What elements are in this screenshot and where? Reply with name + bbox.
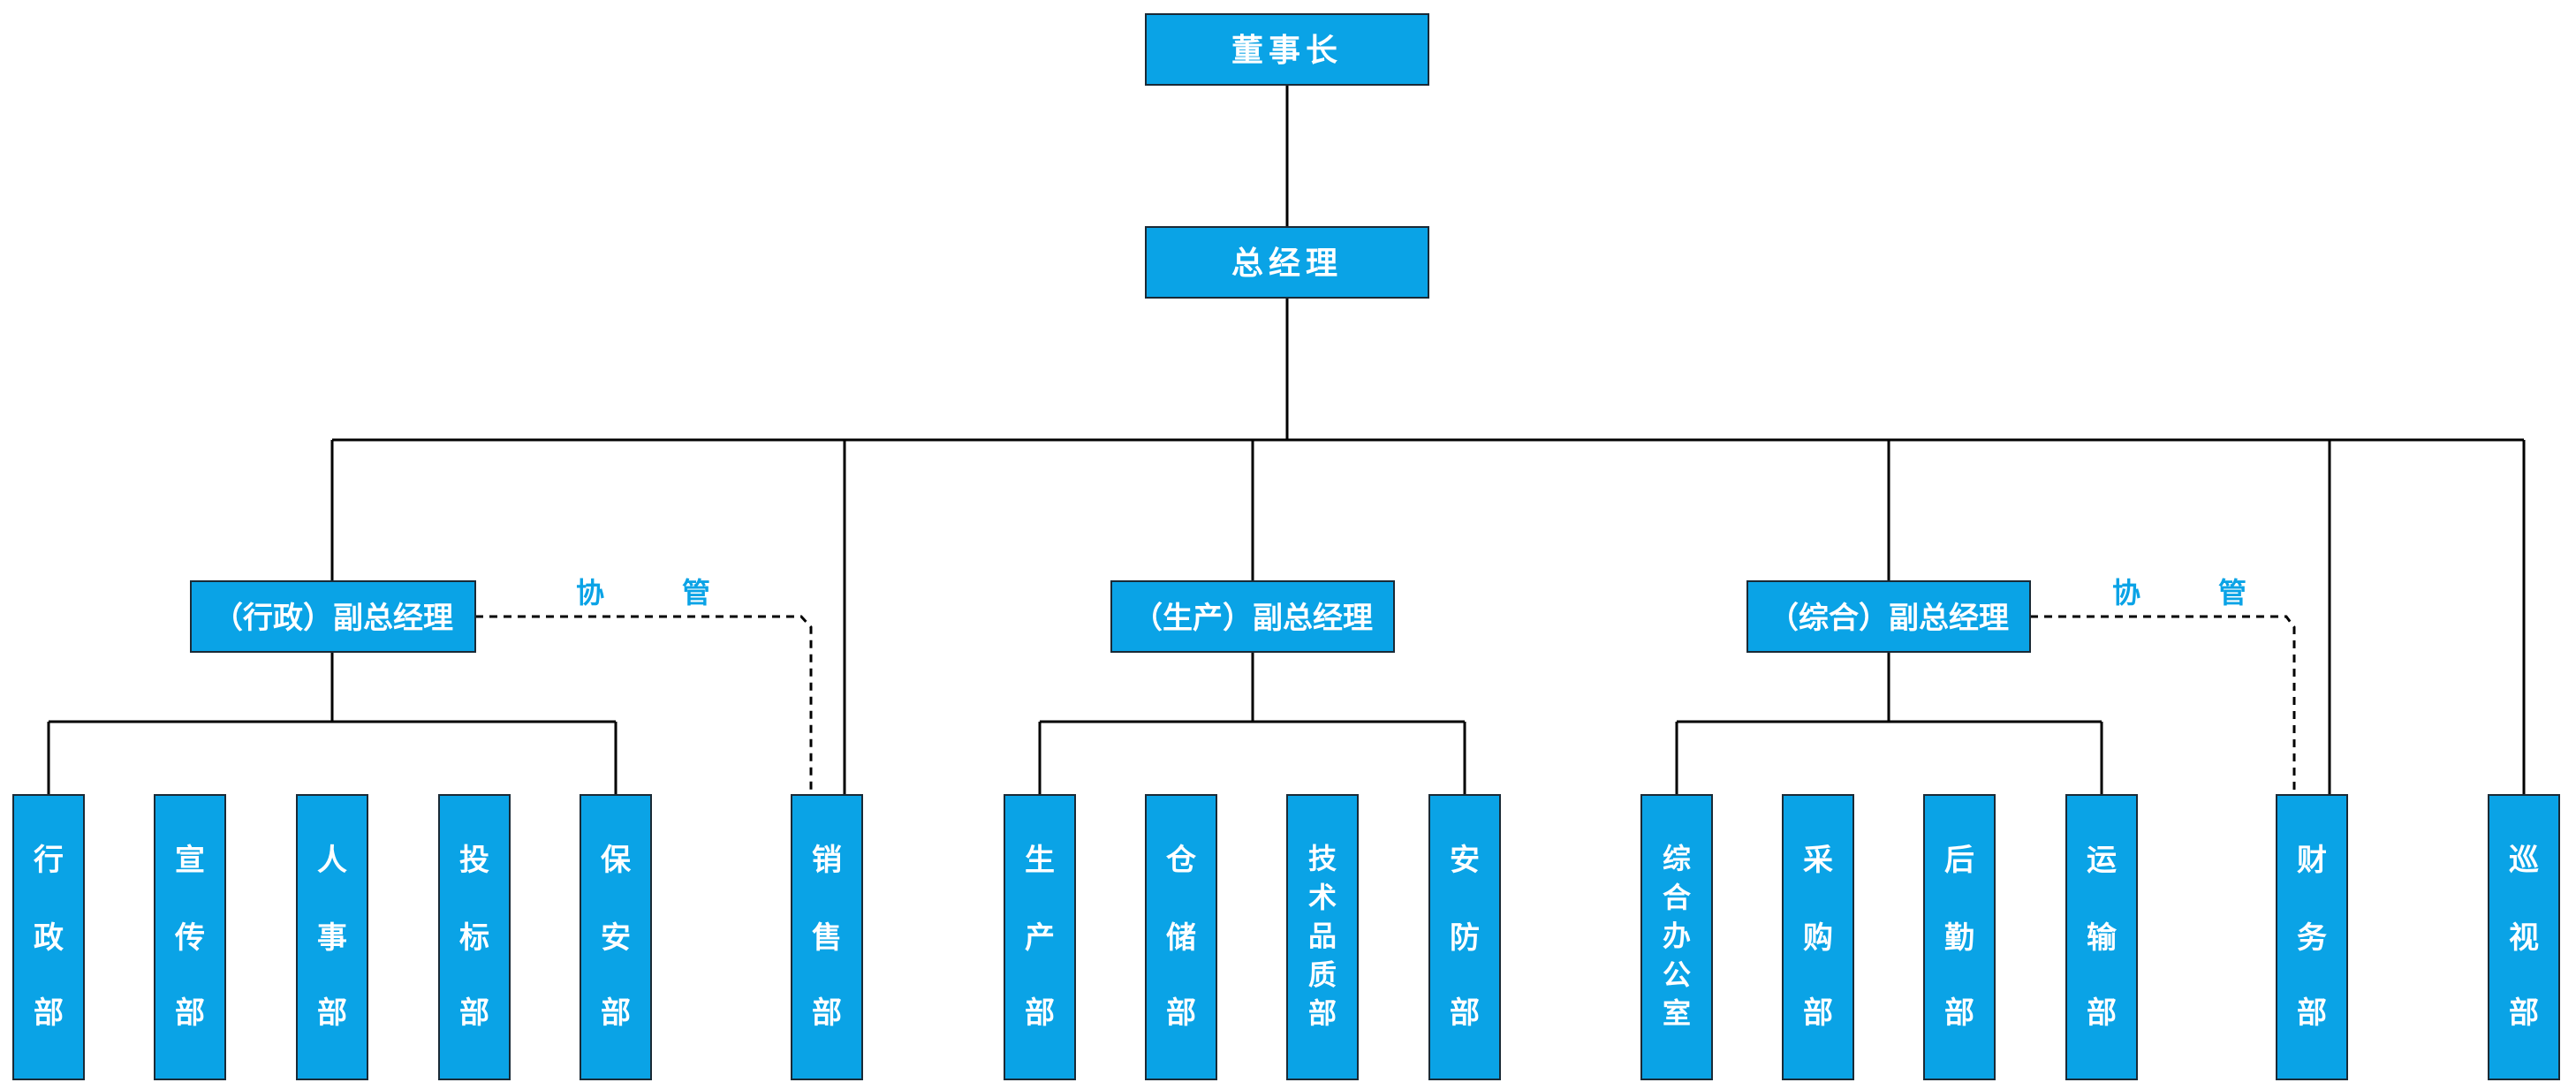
dept-node: 采购部 (1782, 794, 1854, 1080)
vp-production-label: （生产）副总经理 (1133, 601, 1373, 636)
dept-node: 生产部 (1004, 794, 1076, 1080)
dept-label: 行政部 (34, 843, 64, 1031)
dept-node: 财务部 (2276, 794, 2348, 1080)
dept-node: 保安部 (580, 794, 652, 1080)
dept-label: 综合办公室 (1663, 842, 1691, 1030)
dept-label: 财务部 (2297, 843, 2327, 1031)
vp-general-label: （综合）副总经理 (1769, 601, 2009, 636)
dept-node: 运输部 (2065, 794, 2138, 1080)
vp-production-node: （生产）副总经理 (1110, 580, 1395, 653)
dept-label: 生产部 (1025, 843, 1055, 1031)
dept-label: 宣传部 (174, 843, 205, 1031)
general-manager-node: 总经理 (1145, 226, 1429, 299)
dept-node: 综合办公室 (1640, 794, 1713, 1080)
assist-label-left-1: 协 (576, 576, 604, 609)
dept-label: 保安部 (601, 843, 632, 1031)
general-manager-label: 总经理 (1231, 246, 1343, 282)
vp-general-node: （综合）副总经理 (1746, 580, 2031, 653)
dept-label: 投标部 (459, 843, 489, 1031)
dept-label: 仓储部 (1166, 843, 1197, 1031)
dept-label: 销售部 (812, 843, 842, 1031)
dept-node: 仓储部 (1145, 794, 1217, 1080)
dept-node: 后勤部 (1923, 794, 1996, 1080)
dept-label: 人事部 (317, 843, 347, 1031)
dept-node: 巡视部 (2488, 794, 2560, 1080)
assist-label-right-1: 协 (2112, 576, 2140, 609)
dept-node: 宣传部 (154, 794, 226, 1080)
dept-node: 安防部 (1428, 794, 1501, 1080)
connector-lines (47, 85, 2526, 795)
vp-admin-label: （行政）副总经理 (213, 601, 453, 636)
dept-node: 销售部 (791, 794, 863, 1080)
department-nodes: 行政部 宣传部 人事部 投标部 保安部 销售部 生产部 仓储部 技术品质部 安防部 综合办公室 采购部… (12, 794, 2560, 1080)
dept-label: 采购部 (1803, 843, 1833, 1031)
chairman-label: 董事长 (1231, 33, 1343, 69)
dept-node: 行政部 (12, 794, 85, 1080)
chairman-node: 董事长 (1145, 13, 1429, 86)
vp-admin-node: （行政）副总经理 (190, 580, 476, 653)
assist-label-left-2: 管 (682, 576, 710, 609)
dept-node: 投标部 (438, 794, 511, 1080)
dept-label: 后勤部 (1944, 843, 1974, 1031)
assist-label-right-2: 管 (2218, 576, 2246, 609)
dept-label: 安防部 (1450, 843, 1480, 1031)
dept-label: 技术品质部 (1308, 842, 1337, 1030)
dept-node: 人事部 (296, 794, 368, 1080)
dept-node: 技术品质部 (1286, 794, 1359, 1080)
dept-label: 运输部 (2087, 843, 2118, 1031)
dept-label: 巡视部 (2509, 843, 2539, 1031)
